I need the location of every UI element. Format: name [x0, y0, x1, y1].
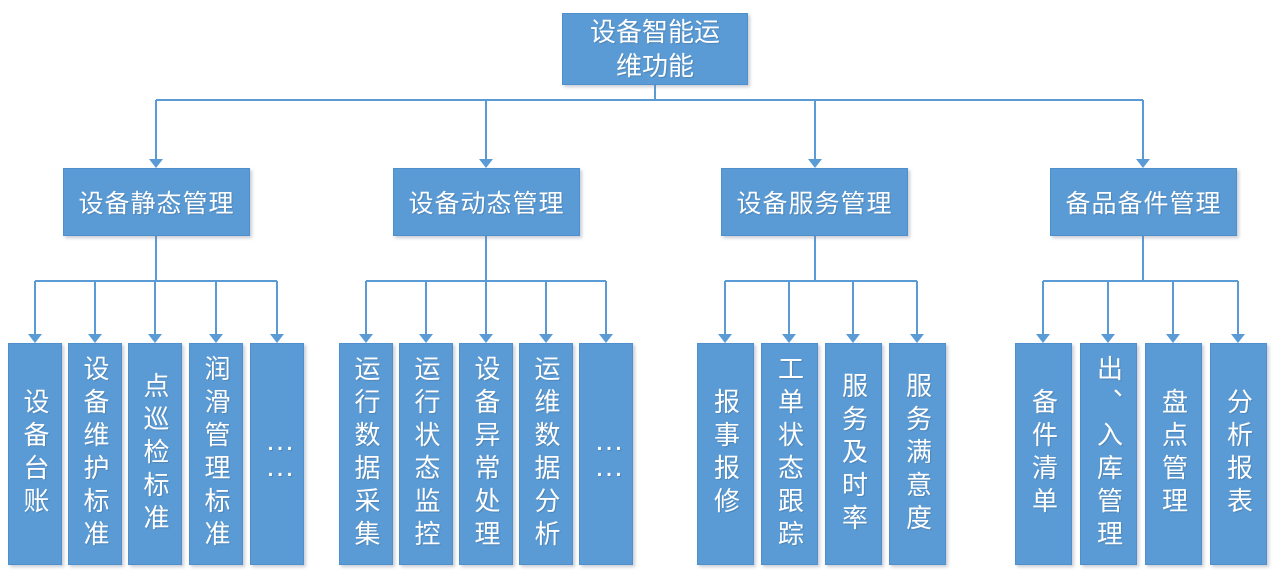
leaf-node: 服务及时率: [825, 343, 882, 565]
node-dynamic-management: 设备动态管理: [393, 168, 580, 236]
leaf-label: 分析报表: [1223, 388, 1254, 520]
leaf-label: 出、入库管理: [1093, 355, 1124, 553]
node-spareparts-management: 备品备件管理: [1050, 168, 1237, 236]
node-label: 备品备件管理: [1065, 190, 1222, 218]
leaf-label: 报事报修: [710, 388, 741, 520]
leaf-label: 设备台账: [20, 388, 50, 520]
leaf-node: 备件清单: [1015, 343, 1072, 565]
leaf-label: 备件清单: [1028, 388, 1059, 520]
leaf-node: 服务满意度: [889, 343, 946, 565]
leaf-label: 运维数据分析: [531, 355, 561, 553]
node-service-management: 设备服务管理: [721, 168, 908, 236]
leaf-label: 点巡检标准: [140, 371, 170, 537]
arrowheads-group4: [1036, 334, 1245, 343]
connector-group4: [1042, 236, 1239, 335]
leaf-label: 设备异常处理: [471, 355, 501, 553]
connector-level1: [155, 85, 1144, 160]
node-label: 设备静态管理: [78, 190, 235, 218]
leaf-label: 运行状态监控: [411, 355, 441, 553]
leaf-node-ellipsis: ……: [579, 343, 633, 565]
arrowheads-group3: [718, 334, 924, 343]
node-label: 设备动态管理: [408, 190, 565, 218]
leaf-node: 分析报表: [1210, 343, 1267, 565]
leaf-node: 报事报修: [697, 343, 754, 565]
connector-group1: [34, 236, 278, 335]
arrowheads-group1: [28, 334, 284, 343]
leaf-label: 润滑管理标准: [201, 355, 231, 553]
leaf-node: 设备异常处理: [459, 343, 513, 565]
leaf-node: 设备维护标准: [68, 343, 122, 565]
leaf-node: 出、入库管理: [1080, 343, 1137, 565]
ellipsis-label: ……: [265, 424, 296, 483]
leaf-node: 运维数据分析: [519, 343, 573, 565]
leaf-label: 服务及时率: [838, 371, 869, 537]
leaf-label: 服务满意度: [902, 371, 933, 537]
connector-group2: [365, 236, 607, 335]
leaf-node: 运行状态监控: [399, 343, 453, 565]
node-static-management: 设备静态管理: [63, 168, 250, 236]
leaf-node: 盘点管理: [1145, 343, 1202, 565]
leaf-node: 设备台账: [8, 343, 62, 565]
node-root: 设备智能运 维功能: [562, 13, 748, 85]
connector-group3: [724, 236, 918, 335]
leaf-node: 点巡检标准: [128, 343, 182, 565]
leaf-node: 工单状态跟踪: [761, 343, 818, 565]
node-root-label: 设备智能运 维功能: [589, 17, 720, 81]
leaf-label: 工单状态跟踪: [774, 355, 805, 553]
leaf-node: 运行数据采集: [339, 343, 393, 565]
leaf-label: 盘点管理: [1158, 388, 1189, 520]
node-label: 设备服务管理: [736, 190, 893, 218]
leaf-label: 运行数据采集: [351, 355, 381, 553]
leaf-node-ellipsis: ……: [250, 343, 304, 565]
arrowheads-level1: [149, 159, 1150, 168]
leaf-label: 设备维护标准: [80, 355, 110, 553]
ellipsis-label: ……: [594, 424, 625, 483]
arrowheads-group2: [359, 334, 613, 343]
leaf-node: 润滑管理标准: [189, 343, 243, 565]
